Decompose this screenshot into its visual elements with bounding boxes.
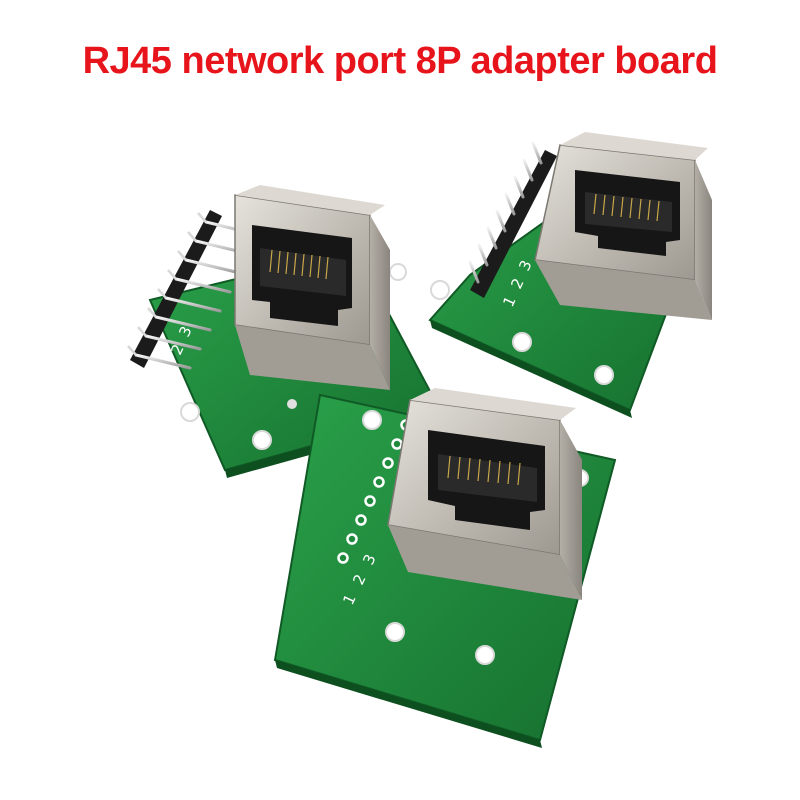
front-rj45-jack: [387, 388, 582, 600]
right-pin-header: [468, 141, 557, 298]
left-mount-hole: [180, 402, 200, 422]
right-rj45-jack: [534, 132, 712, 320]
left-rj45-jack: [234, 185, 390, 390]
product-title: RJ45 network port 8P adapter board: [82, 40, 718, 82]
right-adapter-board: 1 2 3: [428, 132, 712, 418]
front-mount-hole: [385, 622, 405, 642]
front-adapter-board: 1 2 3: [273, 388, 617, 748]
